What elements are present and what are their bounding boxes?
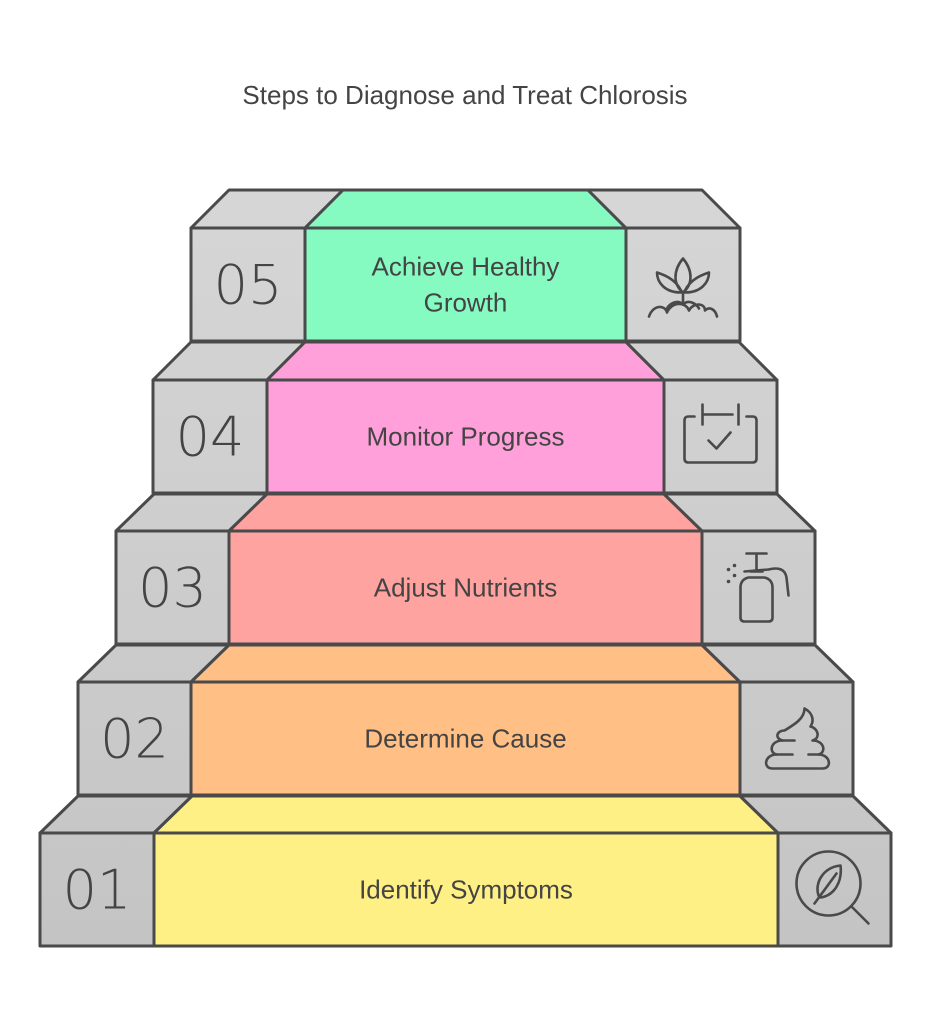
step-label: Adjust Nutrients (374, 573, 558, 603)
step-tread (303, 188, 628, 230)
step-riser (227, 529, 704, 646)
step-03: 03 Adjust Nutrients (114, 492, 817, 646)
icon-block (738, 680, 855, 797)
step-number: 01 (63, 859, 132, 922)
spray-bottle-icon (726, 552, 790, 623)
leaf-magnifier-icon (795, 850, 870, 925)
icon-block (624, 226, 742, 343)
step-riser (303, 226, 628, 343)
step-01: 01 Identify Symptoms (38, 794, 893, 948)
step-tread (189, 643, 742, 684)
step-label: Determine Cause (364, 724, 566, 754)
step-riser (189, 680, 742, 797)
diagram-title: Steps to Diagnose and Treat Chlorosis (242, 80, 688, 110)
number-block (76, 680, 193, 797)
step-label: Monitor Progress (367, 422, 565, 452)
step-label: Achieve Healthy (372, 252, 560, 282)
step-label: Growth (424, 288, 508, 318)
calendar-check-icon (683, 403, 758, 464)
step-02: 02 Determine Cause (76, 643, 855, 797)
number-block (151, 378, 269, 495)
step-number: 04 (176, 406, 245, 469)
soil-mound-icon (764, 707, 831, 770)
step-number: 05 (214, 254, 283, 317)
sprout-icon (647, 257, 719, 318)
icon-block (700, 529, 817, 646)
icon-block (662, 378, 779, 495)
step-04: 04 Monitor Progress (151, 340, 779, 495)
step-tread (152, 794, 780, 835)
step-number: 03 (138, 557, 207, 620)
step-tread (227, 492, 704, 533)
step-number: 02 (100, 708, 169, 771)
step-tread (265, 340, 666, 382)
number-block (38, 831, 156, 948)
step-label: Identify Symptoms (359, 875, 573, 905)
